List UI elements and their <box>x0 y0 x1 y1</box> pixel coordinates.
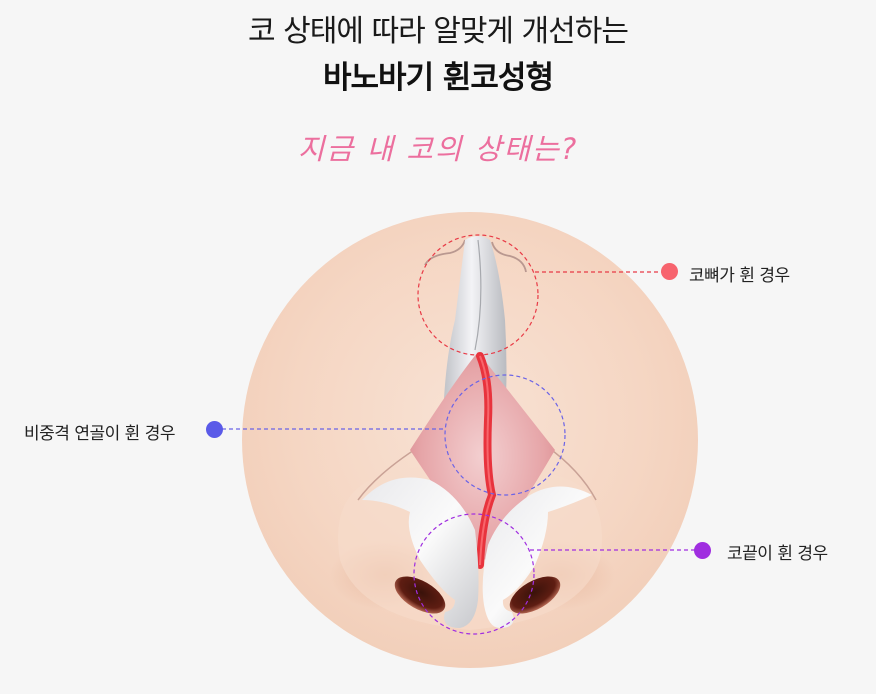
septum-highlight-circle <box>444 374 566 496</box>
tip-highlight-circle <box>413 513 535 635</box>
septum-label[interactable]: 비중격 연골이 휜 경우 <box>24 424 175 444</box>
tip-marker-dot[interactable] <box>694 542 711 559</box>
left-nostril <box>394 576 446 614</box>
nasal-bone-highlight-circle <box>417 234 539 356</box>
left-alar-cartilage <box>362 477 479 628</box>
nasal-bone-label[interactable]: 코뼈가 휜 경우 <box>689 266 790 286</box>
title-line-2: 바노바기 휜코성형 <box>323 60 554 96</box>
right-alar-cartilage <box>482 486 592 628</box>
nasal-bone-marker-dot[interactable] <box>661 263 678 280</box>
title-line-1: 코 상태에 따라 알맞게 개선하는 <box>248 14 629 49</box>
right-nostril <box>509 576 561 614</box>
subtitle: 지금 내 코의 상태는? <box>297 132 579 166</box>
tip-label[interactable]: 코끝이 휜 경우 <box>727 544 828 564</box>
septum-marker-dot[interactable] <box>206 421 223 438</box>
